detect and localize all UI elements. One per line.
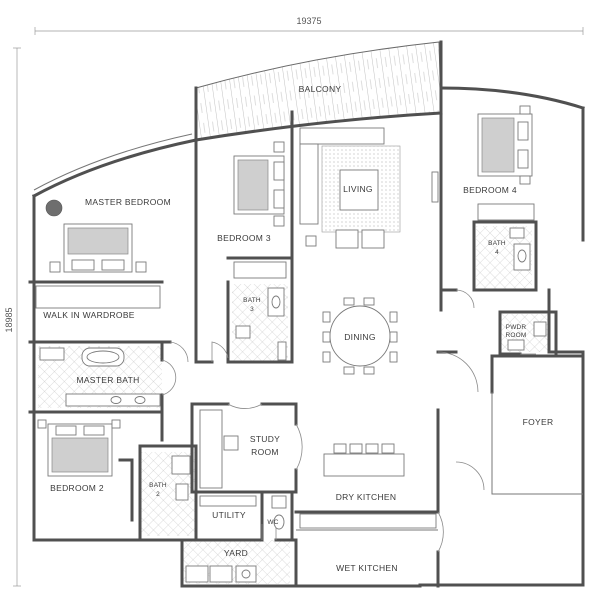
label-foyer: FOYER bbox=[523, 417, 554, 427]
label-bath-2: BATH bbox=[149, 482, 167, 489]
label-study: STUDY bbox=[250, 434, 280, 444]
label-pwdr-room: ROOM bbox=[505, 332, 526, 339]
label-bath-2-num: 2 bbox=[156, 491, 160, 498]
kitchen-study-furniture bbox=[199, 409, 437, 529]
label-master-bath: MASTER BATH bbox=[76, 375, 139, 385]
living-furniture bbox=[299, 127, 439, 249]
bedroom-furniture bbox=[35, 105, 535, 477]
doors bbox=[161, 289, 536, 553]
height-label: 18985 bbox=[4, 307, 14, 332]
label-bath-4-num: 4 bbox=[495, 249, 499, 256]
label-balcony: BALCONY bbox=[299, 84, 342, 94]
label-bath-3-num: 3 bbox=[250, 306, 254, 313]
dimension-height: 18985 bbox=[4, 47, 21, 587]
width-label: 19375 bbox=[296, 16, 321, 26]
label-bedroom-3: BEDROOM 3 bbox=[217, 233, 271, 243]
label-bedroom-2: BEDROOM 2 bbox=[50, 483, 104, 493]
label-pwdr: PWDR bbox=[506, 324, 527, 331]
dining-set bbox=[322, 297, 398, 375]
room-labels: BALCONY LIVING MASTER BEDROOM BEDROOM 3 … bbox=[43, 84, 553, 573]
label-yard: YARD bbox=[224, 548, 248, 558]
label-dry-kitchen: DRY KITCHEN bbox=[336, 492, 397, 502]
bath-fixtures bbox=[39, 227, 547, 583]
dimension-width: 19375 bbox=[34, 16, 584, 35]
label-wc: WC bbox=[267, 519, 278, 526]
label-bath-4: BATH bbox=[488, 240, 506, 247]
label-bedroom-4: BEDROOM 4 bbox=[463, 185, 517, 195]
walls bbox=[28, 40, 585, 588]
label-study-room: ROOM bbox=[251, 447, 279, 457]
label-wet-kitchen: WET KITCHEN bbox=[336, 563, 398, 573]
label-dining: DINING bbox=[344, 332, 376, 342]
label-utility: UTILITY bbox=[212, 510, 246, 520]
label-bath-3: BATH bbox=[243, 297, 261, 304]
label-master-bedroom: MASTER BEDROOM bbox=[85, 197, 171, 207]
label-living: LIVING bbox=[343, 184, 373, 194]
label-walk-in-wardrobe: WALK IN WARDROBE bbox=[43, 310, 135, 320]
